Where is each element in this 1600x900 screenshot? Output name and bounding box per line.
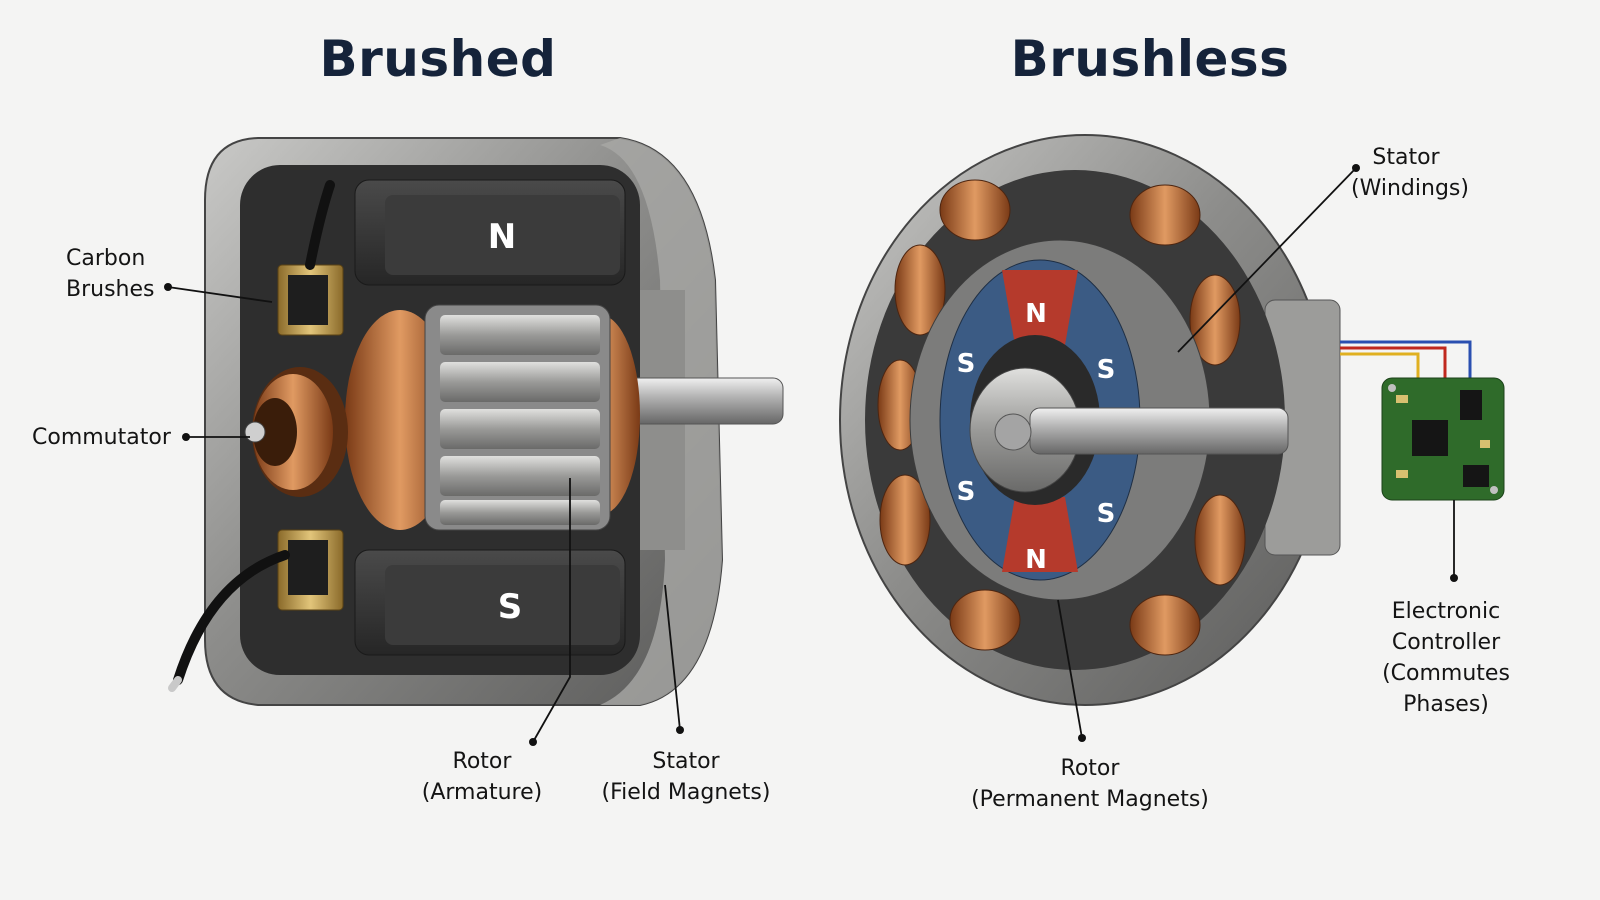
label-rotor-line2: (Armature) <box>422 780 542 805</box>
stator-windings <box>877 179 1246 656</box>
label-carbon-brushes-line2: Brushes <box>66 277 154 302</box>
rotor-pole-n-top: N <box>1025 299 1047 329</box>
brushless-motor: N N S S S S <box>839 134 1510 812</box>
label-controller-line3: (Commutes <box>1382 661 1510 686</box>
pole-label-s: S <box>498 587 523 627</box>
label-commutator: Commutator <box>32 425 172 450</box>
electronic-controller-board <box>1381 377 1505 501</box>
pole-label-n: N <box>488 217 516 257</box>
carbon-brush-top <box>277 264 344 336</box>
commutator-drum <box>244 367 348 497</box>
brushless-title: Brushless <box>1010 30 1290 88</box>
label-stator-windings-line2: (Windings) <box>1351 176 1469 201</box>
rotor-pole-s-right-bottom: S <box>1097 499 1116 529</box>
label-controller-line2: Controller <box>1392 630 1501 655</box>
label-stator-line2: (Field Magnets) <box>602 780 771 805</box>
south-field-magnet: S <box>354 549 626 656</box>
label-controller-line4: Phases) <box>1403 692 1489 717</box>
rotor-pole-s-right-top: S <box>1097 355 1116 385</box>
rotor-pole-s-left-top: S <box>957 349 976 379</box>
carbon-brush-bottom <box>277 529 344 611</box>
rotor-pole-n-bottom: N <box>1025 545 1047 575</box>
label-stator-windings-line1: Stator <box>1372 145 1440 170</box>
label-stator-line1: Stator <box>652 749 720 774</box>
brushed-motor: N S <box>32 137 784 805</box>
north-field-magnet: N <box>354 179 626 286</box>
label-controller-line1: Electronic <box>1392 599 1500 624</box>
label-carbon-brushes-line1: Carbon <box>66 246 145 271</box>
rotor-pole-s-left-bottom: S <box>957 477 976 507</box>
label-rotor-pm-line2: (Permanent Magnets) <box>971 787 1209 812</box>
label-rotor-line1: Rotor <box>453 749 513 774</box>
brushed-title: Brushed <box>319 30 557 88</box>
label-rotor-pm-line1: Rotor <box>1061 756 1121 781</box>
brushless-shaft <box>1029 407 1289 455</box>
armature-core <box>424 304 611 531</box>
